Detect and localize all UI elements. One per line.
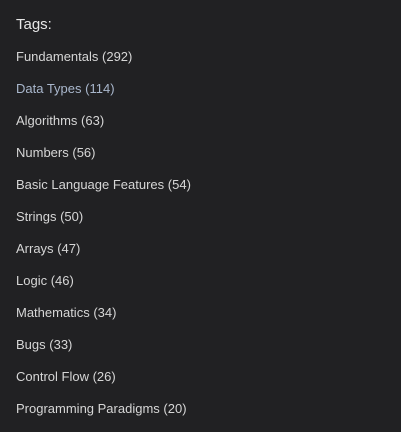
tag-list-item: Arrays (47) — [16, 240, 191, 272]
tag-list-item: Strings (50) — [16, 208, 191, 240]
tag-link-arrays[interactable]: Arrays (47) — [16, 241, 80, 256]
tag-link-basic-language-features[interactable]: Basic Language Features (54) — [16, 177, 191, 192]
tag-count: (292) — [102, 49, 133, 64]
tag-count: (114) — [85, 81, 115, 96]
tag-list-item: Programming Paradigms (20) — [16, 400, 191, 432]
tag-count: (46) — [50, 273, 74, 288]
tag-count: (34) — [93, 305, 117, 320]
tag-link-algorithms[interactable]: Algorithms (63) — [16, 113, 104, 128]
tag-label: Data Types — [16, 81, 82, 96]
tag-list-item: Fundamentals (292) — [16, 48, 191, 80]
tag-list-item: Control Flow (26) — [16, 368, 191, 400]
tag-count: (47) — [57, 241, 81, 256]
tag-label: Algorithms — [16, 113, 78, 128]
tag-link-programming-paradigms[interactable]: Programming Paradigms (20) — [16, 401, 187, 416]
tag-label: Control Flow — [16, 369, 89, 384]
tag-label: Mathematics — [16, 305, 90, 320]
tag-label: Arrays — [16, 241, 54, 256]
tag-list-item: Numbers (56) — [16, 144, 191, 176]
tag-link-control-flow[interactable]: Control Flow (26) — [16, 369, 116, 384]
tag-link-logic[interactable]: Logic (46) — [16, 273, 74, 288]
tag-count: (33) — [49, 337, 73, 352]
tags-panel: Tags: Fundamentals (292) Data Types (114… — [16, 14, 401, 416]
tag-label: Numbers — [16, 145, 69, 160]
tag-label: Logic — [16, 273, 48, 288]
tag-list-item: Logic (46) — [16, 272, 191, 304]
tag-link-mathematics[interactable]: Mathematics (34) — [16, 305, 116, 320]
tag-count: (20) — [163, 401, 187, 416]
tag-count: (63) — [81, 113, 105, 128]
tag-label: Fundamentals — [16, 49, 99, 64]
tags-title: Tags: — [16, 16, 52, 33]
tag-count: (26) — [92, 369, 116, 384]
tag-link-data-types[interactable]: Data Types (114) — [16, 81, 115, 96]
tag-count: (54) — [167, 177, 191, 192]
tag-link-numbers[interactable]: Numbers (56) — [16, 145, 96, 160]
tag-count: (50) — [60, 209, 84, 224]
tag-list-item: Bugs (33) — [16, 336, 191, 368]
tag-list-item: Mathematics (34) — [16, 304, 191, 336]
tag-label: Basic Language Features — [16, 177, 165, 192]
tag-list: Fundamentals (292) Data Types (114) Algo… — [16, 48, 191, 432]
tag-label: Programming Paradigms — [16, 401, 160, 416]
tag-list-item: Data Types (114) — [16, 80, 191, 112]
tag-count: (56) — [72, 145, 96, 160]
tag-link-fundamentals[interactable]: Fundamentals (292) — [16, 49, 132, 64]
tag-link-bugs[interactable]: Bugs (33) — [16, 337, 72, 352]
tag-list-item: Algorithms (63) — [16, 112, 191, 144]
tag-label: Bugs — [16, 337, 46, 352]
tag-label: Strings — [16, 209, 57, 224]
tag-link-strings[interactable]: Strings (50) — [16, 209, 83, 224]
tag-list-item: Basic Language Features (54) — [16, 176, 191, 208]
